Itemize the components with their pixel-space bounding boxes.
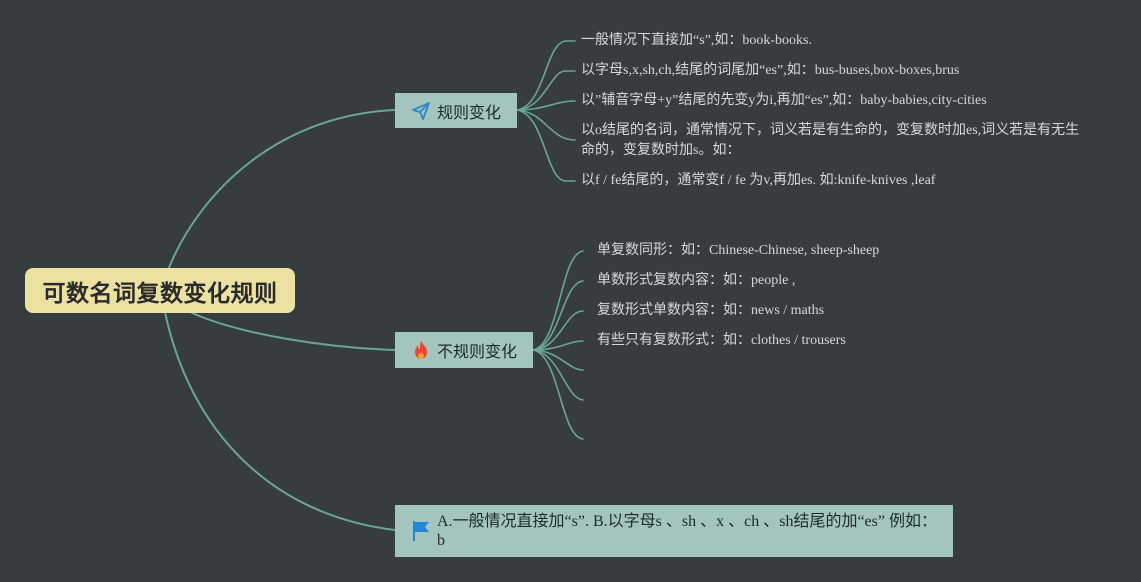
branch-irregular-changes[interactable]: 不规则变化	[395, 332, 533, 368]
connector-regular-1	[516, 40, 576, 111]
leaf-regular-4[interactable]: 以o结尾的名词，通常情况下，词义若是有生命的，变复数时加es,词义若是有无生命的…	[581, 123, 1080, 158]
branch-regular-changes[interactable]: 规则变化	[395, 93, 517, 128]
leaf-irregular-2[interactable]: 单数形式复数内容：如：people ,	[597, 273, 796, 288]
fire-icon	[415, 341, 427, 359]
leaf-regular-3[interactable]: 以”辅音字母+y”结尾的先变y为i,再加“es”,如：baby-babies,c…	[581, 93, 987, 108]
central-topic[interactable]: 可数名词复数变化规则	[25, 268, 295, 313]
leaf-regular-2[interactable]: 以字母s,x,sh,ch,结尾的词尾加“es”,如：bus-buses,box-…	[581, 63, 960, 78]
leaf-irregular-4[interactable]: 有些只有复数形式：如：clothes / trousers	[597, 333, 846, 348]
connector-root-rule-note	[164, 311, 396, 531]
connector-irregular-1	[532, 250, 584, 351]
connector-root-regular	[167, 109, 396, 271]
connector-irregular-2	[532, 280, 584, 351]
branch-rule-note-label: A.一般情况直接加“s”. B.以字母s 、sh 、x 、ch 、sh结尾的加“…	[437, 513, 937, 549]
connector-regular-2	[516, 70, 576, 111]
connector-root-irregular	[189, 311, 396, 351]
paper-plane-icon	[412, 101, 430, 120]
branch-irregular-changes-label: 不规则变化	[437, 342, 518, 361]
connector-irregular-3	[532, 310, 584, 351]
leaf-irregular-1[interactable]: 单复数同形：如：Chinese-Chinese, sheep-sheep	[597, 243, 880, 258]
connector-regular-3	[516, 100, 576, 111]
connector-regular-5	[516, 109, 576, 182]
connector-irregular-6	[532, 349, 584, 401]
flag-icon	[413, 521, 429, 541]
connector-irregular-4	[532, 340, 584, 351]
connector-regular-4	[516, 109, 576, 141]
connector-irregular-7	[532, 349, 584, 440]
leaf-irregular-3[interactable]: 复数形式单数内容：如：news / maths	[597, 303, 825, 318]
central-topic-label: 可数名词复数变化规则	[42, 280, 278, 307]
leaf-regular-5[interactable]: 以f / fe结尾的，通常变f / fe 为v,再加es. 如:knife-kn…	[581, 173, 936, 188]
branch-rule-note[interactable]: A.一般情况直接加“s”. B.以字母s 、sh 、x 、ch 、sh结尾的加“…	[395, 505, 953, 557]
branch-regular-changes-label: 规则变化	[437, 102, 502, 122]
leaf-regular-1[interactable]: 一般情况下直接加“s”,如：book-books.	[581, 33, 812, 48]
